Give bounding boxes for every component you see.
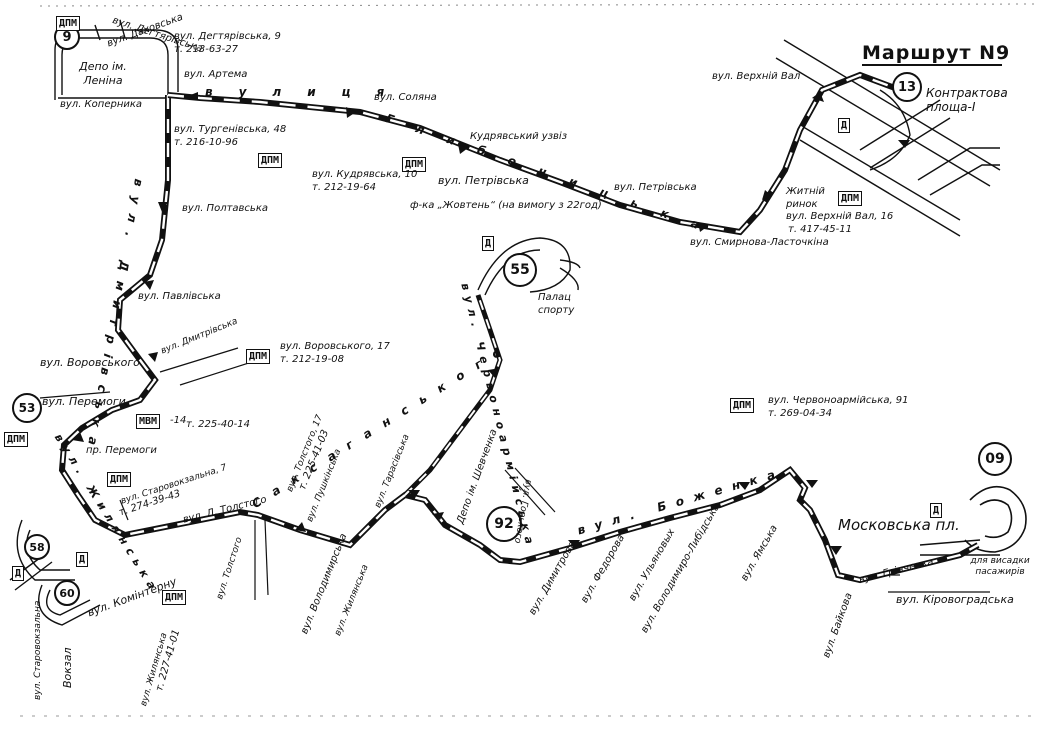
- top-edge-smudge: [39, 3, 1041, 7]
- dpm-box-7: ДПМ: [107, 472, 132, 487]
- label-depo-lenina: Депо ім. Леніна: [79, 60, 127, 87]
- mvm-box: МВМ: [136, 414, 161, 429]
- route-9-line: [58, 71, 980, 584]
- label-moskovska-pl: Московська пл.: [838, 516, 960, 534]
- label-artema: вул. Артема: [184, 69, 248, 80]
- label-kopernyka: вул. Коперника: [60, 99, 143, 110]
- label-degtyarivska-9: вул. Дегтярівська, 9: [174, 31, 281, 42]
- dpm-box-1: ДПМ: [56, 16, 81, 31]
- terminal-60-circle: 60: [54, 580, 80, 606]
- dpm-box-6: ДПМ: [4, 432, 29, 447]
- terminal-09-circle: 09: [978, 442, 1012, 476]
- terminal-55-circle: 55: [503, 253, 537, 287]
- terminal-13-circle: 13: [892, 72, 922, 102]
- label-verkhniy-val: вул. Верхній Вал: [712, 71, 801, 82]
- dpm-box-5: ДПМ: [246, 349, 271, 364]
- label-turhenivska: вул. Тургенівська, 48: [174, 124, 287, 135]
- label-poltavska: вул. Полтавська: [182, 203, 268, 214]
- label-starovokzalna: вул. Старовокзальна: [33, 600, 43, 700]
- label-vokzal: Вокзал: [61, 647, 74, 688]
- terminal-92-circle: 92: [486, 506, 522, 542]
- label-chervonoarmiyska-phone: т. 269-04-34: [768, 408, 832, 419]
- direction-arrows: [72, 92, 910, 555]
- d-box-1: Д: [838, 118, 851, 133]
- label-smyrnova: вул. Смирнова-Ласточкіна: [690, 237, 829, 248]
- label-kudryavska-phone: т. 212-19-64: [312, 182, 376, 193]
- terminal-53-circle: 53: [12, 393, 42, 423]
- label-pr-peremohy: пр. Перемоги: [86, 445, 157, 456]
- contractova-street-grid: [775, 39, 1001, 237]
- label-kirovohradska: вул. Кіровоградська: [896, 593, 1014, 606]
- label-petrivska-2: вул. Петрівська: [614, 182, 697, 193]
- label-dlya-vysadky: для висадки пасажирів: [970, 556, 1030, 577]
- label-mvm-phone: т. 225-40-14: [186, 419, 250, 430]
- d-box-5: Д: [12, 566, 25, 581]
- label-petrivska-1: вул. Петрівська: [438, 174, 529, 187]
- d-box-2: Д: [482, 236, 495, 251]
- dpm-box-8: ДПМ: [730, 398, 755, 413]
- map-title: Маршрут N9: [862, 42, 1011, 64]
- dpm-box-9: ДПМ: [162, 590, 187, 605]
- label-turhenivska-phone: т. 216-10-96: [174, 137, 238, 148]
- label-kontraktova: Контрактова площа-I: [926, 86, 1008, 115]
- dpm-box-3: ДПМ: [402, 157, 427, 172]
- label-zhovten-factory: ф-ка „Жовтень“ (на вимогу з 22год): [410, 200, 602, 211]
- label-vorovskoho-17: вул. Воровського, 17: [280, 341, 390, 352]
- dpm-box-2: ДПМ: [258, 153, 283, 168]
- dpm-box-4: ДПМ: [838, 191, 863, 206]
- label-degtyarivska-phone: т. 213-63-27: [174, 44, 238, 55]
- label-palats-sportu: Палац спорту: [538, 292, 575, 316]
- label-peremohy-street: вул. Перемоги: [42, 395, 126, 408]
- label-solyana: вул. Соляна: [374, 92, 437, 103]
- label-verkhniy-val-16: вул. Верхній Вал, 16: [786, 211, 894, 222]
- title-underline: [862, 64, 1002, 66]
- label-vorovskoho-phone: т. 212-19-08: [280, 354, 344, 365]
- d-box-3: Д: [930, 503, 943, 518]
- mvm-suffix: -14: [170, 415, 187, 426]
- label-pavlivska: вул. Павлівська: [138, 291, 221, 302]
- label-chervonoarmiyska-91: вул. Червоноармійська, 91: [768, 395, 909, 406]
- label-vorovskoho: вул. Воровського: [40, 356, 140, 369]
- d-box-4: Д: [76, 552, 89, 567]
- terminal-58-circle: 58: [24, 534, 50, 560]
- label-verkhniy-val-phone: т. 417-45-11: [788, 224, 852, 235]
- label-zhytniy-rynok: Житній ринок: [786, 186, 825, 210]
- route-letters-top: вулиця: [205, 85, 411, 99]
- label-kudryavsky-uzviz: Кудрявський узвіз: [470, 131, 568, 142]
- label-kudryavska: вул. Кудрявська, 10: [312, 169, 418, 180]
